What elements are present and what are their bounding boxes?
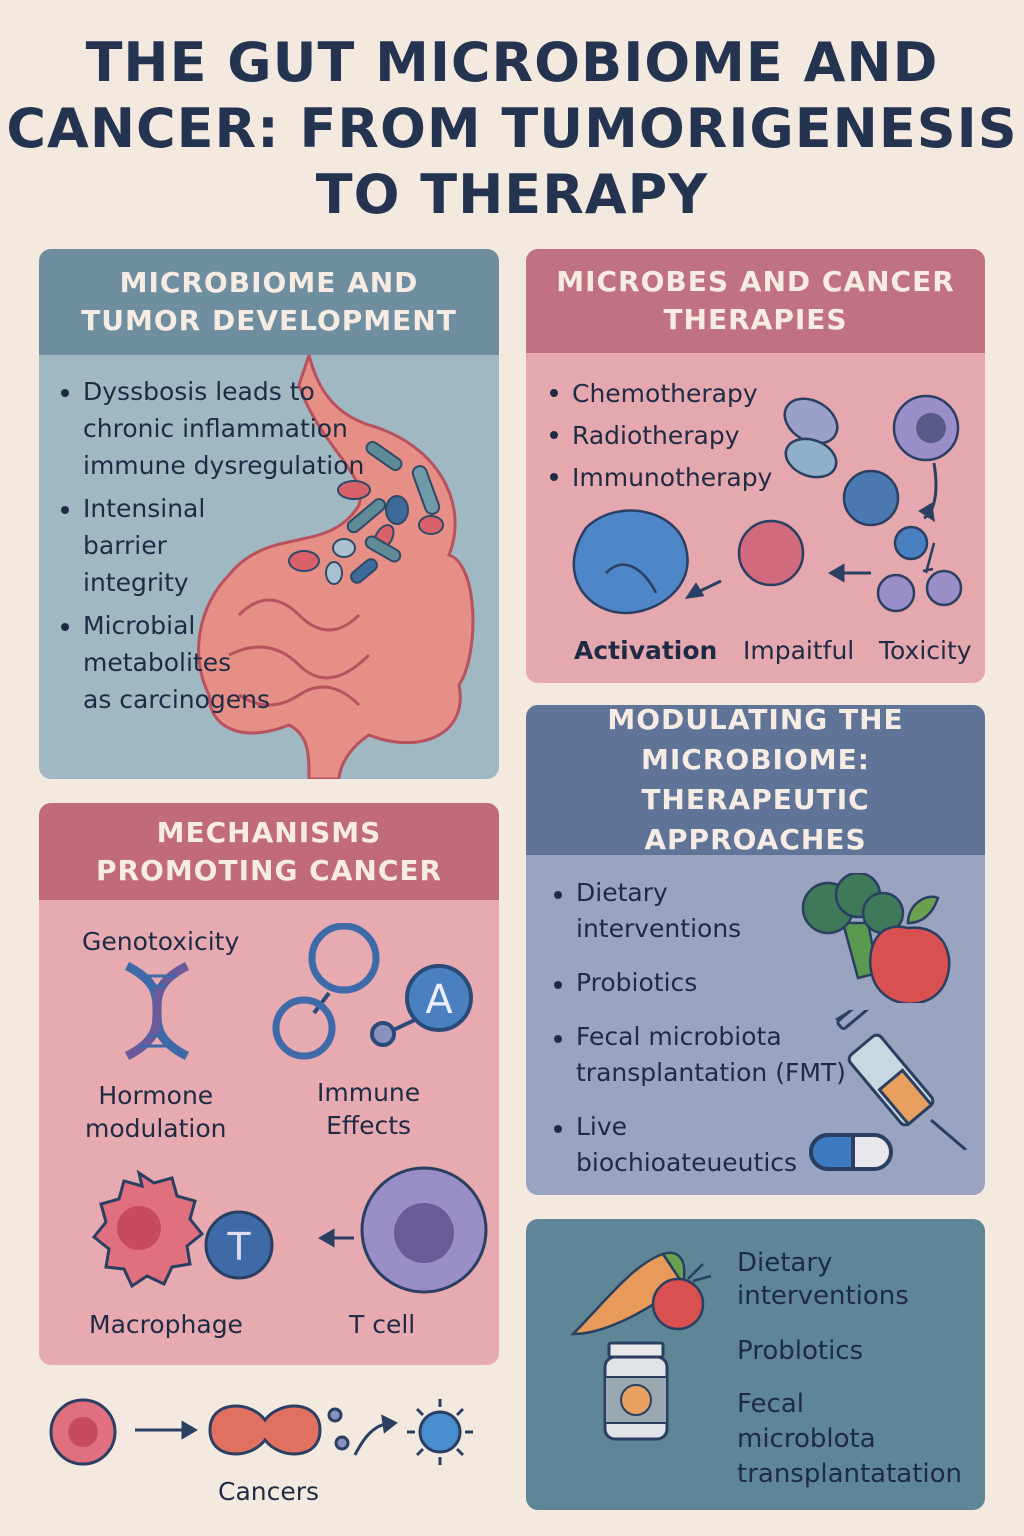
a-letter: A <box>425 977 453 1023</box>
bullet-immunotherapy: Immunotherapy <box>548 457 772 499</box>
label-macrophage: Macrophage <box>89 1310 243 1339</box>
item-problotics: Problotics <box>737 1336 864 1366</box>
label-t-cell: T cell <box>349 1310 416 1339</box>
panel-header: MICROBES AND CANCER THERAPIES <box>526 249 985 353</box>
bullet-radiotherapy: Radiotherapy <box>548 415 772 457</box>
macrophage-tcell-illustration: T <box>91 1166 488 1294</box>
panel-cancer-therapies: MICROBES AND CANCER THERAPIES Chemothera… <box>526 249 985 683</box>
label-cancers: Cancers <box>218 1477 320 1506</box>
panel-header: MECHANISMS PROMOTING CANCER <box>39 803 499 900</box>
stomach-intestine-illustration <box>197 355 475 779</box>
microbe-cells-illustration <box>572 394 963 615</box>
label-genotoxicity: Genotoxicity <box>82 927 240 956</box>
probiotic-jar-icon <box>603 1341 669 1441</box>
molecule-icon: A <box>272 923 473 1060</box>
carrot-tomato-icon <box>569 1251 712 1336</box>
syringe-icon <box>835 1010 967 1150</box>
broccoli-apple-icon <box>801 873 951 1003</box>
panel-modulating-microbiome: MODULATING THE MICROBIOME: THERAPEUTIC A… <box>526 705 985 1195</box>
label-impaitful: Impaitful <box>743 636 855 665</box>
t-letter: T <box>226 1225 251 1269</box>
therapy-bullet-list: Chemotherapy Radiotherapy Immunotherapy <box>548 373 772 499</box>
page-title: THE GUT MICROBIOME AND CANCER: FROM TUMO… <box>6 31 1018 226</box>
panel-mechanisms: MECHANISMS PROMOTING CANCER Genotoxicity… <box>39 803 499 1365</box>
bullet-probiotics: Probiotics <box>552 965 846 1001</box>
bullet-chemotherapy: Chemotherapy <box>548 373 772 415</box>
panel-tumor-development: MICROBIOME AND TUMOR DEVELOPMENT Dyssbos… <box>39 249 499 779</box>
capsule-icon <box>809 1133 893 1171</box>
label-activation: Activation <box>574 636 718 665</box>
dna-icon <box>124 961 190 1061</box>
cancer-progression-illustration <box>49 1398 473 1466</box>
panel-header: MODULATING THE MICROBIOME: THERAPEUTIC A… <box>526 705 985 856</box>
label-toxicity: Toxicity <box>879 636 972 665</box>
panel-header: MICROBIOME AND TUMOR DEVELOPMENT <box>39 249 499 355</box>
